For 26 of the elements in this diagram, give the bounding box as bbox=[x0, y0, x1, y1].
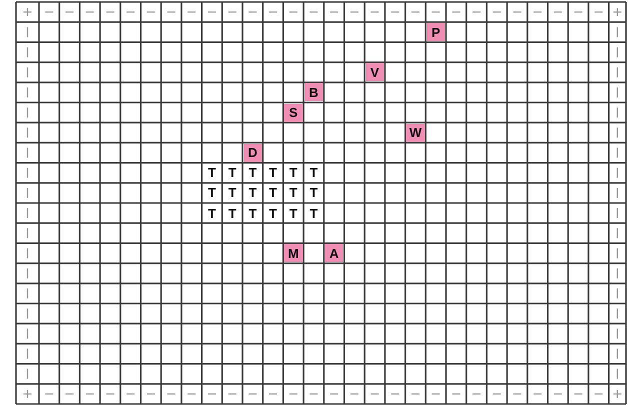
cell-letter: T bbox=[206, 204, 217, 222]
cell-letter: T bbox=[288, 204, 298, 222]
cell-letter: T bbox=[206, 184, 217, 202]
highlighted-letter-cell: M bbox=[284, 244, 303, 262]
highlighted-letter-cell: B bbox=[304, 83, 323, 102]
cell-letter: T bbox=[308, 164, 319, 182]
cell-letter: T bbox=[206, 164, 217, 182]
cell-letter: T bbox=[248, 184, 258, 202]
cell-letter: T bbox=[308, 204, 319, 222]
cell-letter: T bbox=[227, 184, 238, 202]
highlighted-letter-cell: D bbox=[244, 144, 262, 162]
highlighted-letter-cell: W bbox=[406, 124, 425, 142]
cell-letter: T bbox=[288, 184, 298, 202]
cell-letter: T bbox=[248, 204, 258, 222]
highlighted-letter-cell: S bbox=[284, 104, 303, 122]
highlighted-letter-cell: P bbox=[426, 23, 445, 42]
cell-letter: T bbox=[248, 164, 258, 182]
highlighted-letter-cell: V bbox=[366, 63, 384, 82]
cell-letter: T bbox=[268, 184, 278, 202]
cell-letter: T bbox=[227, 204, 238, 222]
cell-letter: T bbox=[288, 164, 298, 182]
cell-letter: T bbox=[268, 164, 278, 182]
cell-letter: T bbox=[308, 184, 319, 202]
cell-letter: T bbox=[227, 164, 238, 182]
highlighted-letter-cell: A bbox=[324, 244, 344, 262]
cell-letter: T bbox=[268, 204, 278, 222]
